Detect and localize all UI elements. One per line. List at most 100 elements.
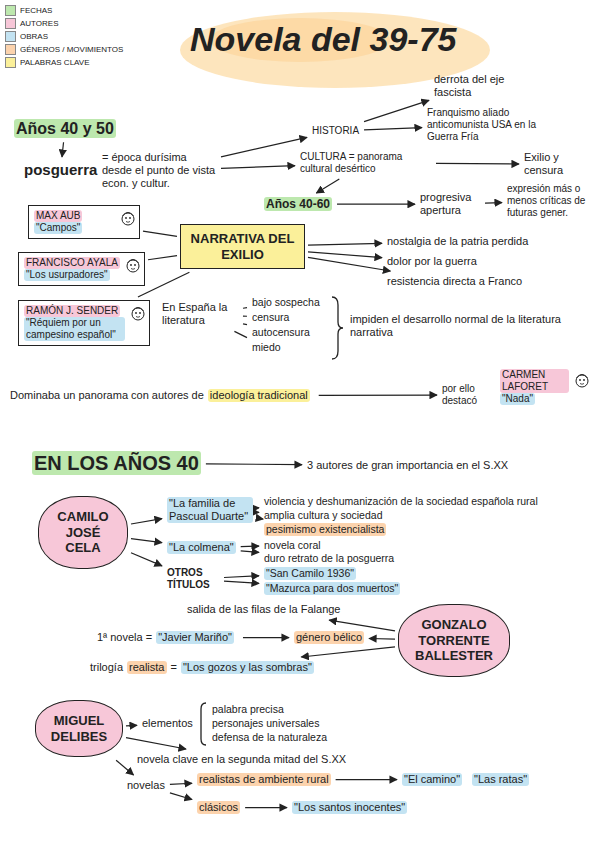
node-text: NARRATIVA DEL EXILIO	[189, 231, 296, 262]
text-node: elementos	[140, 716, 195, 731]
text-node: Franquismo aliado anticomunista USA en l…	[425, 106, 550, 144]
text-node: dolor por la guerra	[385, 254, 479, 269]
text-node: miedo	[250, 340, 283, 355]
node-text: CULTURA = panorama cultural desértico	[300, 151, 431, 175]
connector	[241, 546, 259, 548]
text-node: "La familia de Pascual Duarte"	[165, 496, 255, 524]
legend-row: OBRAS	[5, 30, 123, 43]
node-text: novela coral	[264, 539, 321, 552]
node-text: Franquismo aliado anticomunista USA en l…	[427, 107, 548, 143]
node-text: violencia y deshumanización de la socied…	[264, 495, 538, 508]
author-box: MAX AUB"Campos"	[28, 205, 140, 239]
text-node: amplia cultura y sociedad	[262, 508, 384, 523]
legend-row: AUTORES	[5, 17, 123, 30]
node-text: realista	[127, 661, 166, 674]
connector	[131, 539, 162, 543]
legend-text: PALABRAS CLAVE	[20, 56, 90, 69]
node-text: elementos	[142, 717, 193, 730]
legend-swatch	[5, 31, 16, 42]
face-doodle	[574, 371, 590, 391]
text-node: "Mazurca para dos muertos"	[262, 581, 402, 596]
text-node: = época durísima desde el punto de vista…	[100, 150, 218, 192]
node-text: ideología tradicional	[208, 389, 310, 402]
text-node: "Los santos inocentes"	[290, 800, 409, 815]
text-node: novela clave en la segunda mitad del S.X…	[135, 752, 348, 767]
node-text: "Mazurca para dos muertos"	[264, 582, 400, 595]
connector	[436, 163, 519, 165]
legend-swatch	[5, 57, 16, 68]
connector	[131, 553, 162, 566]
node-text: FRANCISCO AYALA	[24, 257, 120, 269]
node-text: "Campos"	[34, 222, 82, 234]
text-node: 3 autores de gran importancia en el S.XX	[305, 458, 510, 473]
node-text: defensa de la naturaleza	[212, 731, 327, 744]
node-text: MAX AUB	[34, 210, 82, 222]
connector	[116, 760, 133, 775]
node-text: MIGUEL DELIBES	[46, 713, 112, 744]
node-text: expresión más o menos críticas de futura…	[507, 183, 595, 219]
node-text: CARMEN LAFORET	[500, 369, 569, 393]
connector	[170, 793, 192, 800]
legend-swatch	[5, 44, 16, 55]
connector	[258, 518, 263, 520]
connector	[258, 507, 259, 508]
connector	[234, 331, 247, 337]
text-node: palabra precisa	[210, 702, 286, 717]
connector	[224, 576, 259, 578]
text-node: En España la literatura	[160, 300, 240, 328]
node-text: Años 40 y 50	[14, 119, 116, 138]
connector	[336, 779, 397, 780]
text-node: salida de las filas de la Falange	[185, 602, 342, 617]
node-text: derrota del eje fascista	[434, 73, 510, 99]
node-text: impiden el desarrollo normal de la liter…	[350, 313, 561, 339]
text-node: "El camino"	[400, 772, 464, 787]
author-box: RAMÓN J. SENDER"Réquiem por un campesino…	[18, 300, 150, 346]
connector	[243, 637, 289, 638]
node-text: RAMÓN J. SENDER	[24, 305, 120, 317]
connector	[301, 647, 395, 657]
connector	[243, 307, 247, 309]
connector	[221, 137, 307, 156]
legend-row: GÉNEROS / MOVIMIENTOS	[5, 43, 123, 56]
text-node: "Las ratas"	[470, 772, 531, 787]
text-node: defensa de la naturaleza	[210, 730, 329, 745]
text-node: violencia y deshumanización de la socied…	[262, 494, 540, 509]
connector	[245, 807, 287, 808]
connector	[364, 100, 429, 121]
connector	[170, 783, 192, 784]
node-text: duro retrato de la posguerra	[264, 552, 394, 565]
connector	[369, 638, 395, 640]
topic-box: NARRATIVA DEL EXILIO	[180, 224, 305, 269]
text-node: Dominaba un panorama con autores deideol…	[8, 388, 316, 403]
node-text: 1ª novela =	[97, 631, 152, 644]
node-text: "Réquiem por un campesino español"	[24, 317, 125, 341]
legend-swatch	[5, 18, 16, 29]
text-node: personajes universales	[210, 716, 321, 731]
text-node: novelas	[125, 778, 167, 793]
node-text: novela clave en la segunda mitad del S.X…	[137, 753, 346, 766]
node-text: progresiva apertura	[420, 191, 480, 217]
text-node: EN LOS AÑOS 40	[30, 450, 203, 476]
legend-row: PALABRAS CLAVE	[5, 56, 123, 69]
node-text: "Los usurpadores"	[24, 269, 110, 281]
diagram-title: Novela del 39-75	[190, 20, 456, 59]
text-node: duro retrato de la posguerra	[262, 551, 396, 566]
connector	[224, 581, 259, 583]
node-text: Años 40-60	[264, 197, 332, 211]
node-text: Exilio y censura	[524, 151, 578, 177]
connector	[243, 315, 247, 316]
text-node: CARMEN LAFORET"Nada"	[498, 368, 593, 406]
text-node: "San Camilo 1936"	[262, 566, 358, 581]
node-text: "Los gozos y las sombras"	[181, 661, 314, 674]
text-node: progresiva apertura	[418, 190, 482, 218]
author-box: FRANCISCO AYALA"Los usurpadores"	[18, 252, 145, 286]
node-text: bajo sospecha	[252, 296, 320, 309]
legend-swatch	[5, 5, 16, 16]
connector	[131, 519, 162, 524]
legend-text: GÉNEROS / MOVIMIENTOS	[20, 43, 123, 56]
text-node: CULTURA = panorama cultural desértico	[298, 150, 433, 176]
text-node: género bélico	[292, 630, 366, 645]
text-node: resistencia directa a Franco	[385, 274, 524, 289]
connector	[138, 272, 189, 297]
author-bubble: MIGUEL DELIBES	[35, 700, 123, 757]
